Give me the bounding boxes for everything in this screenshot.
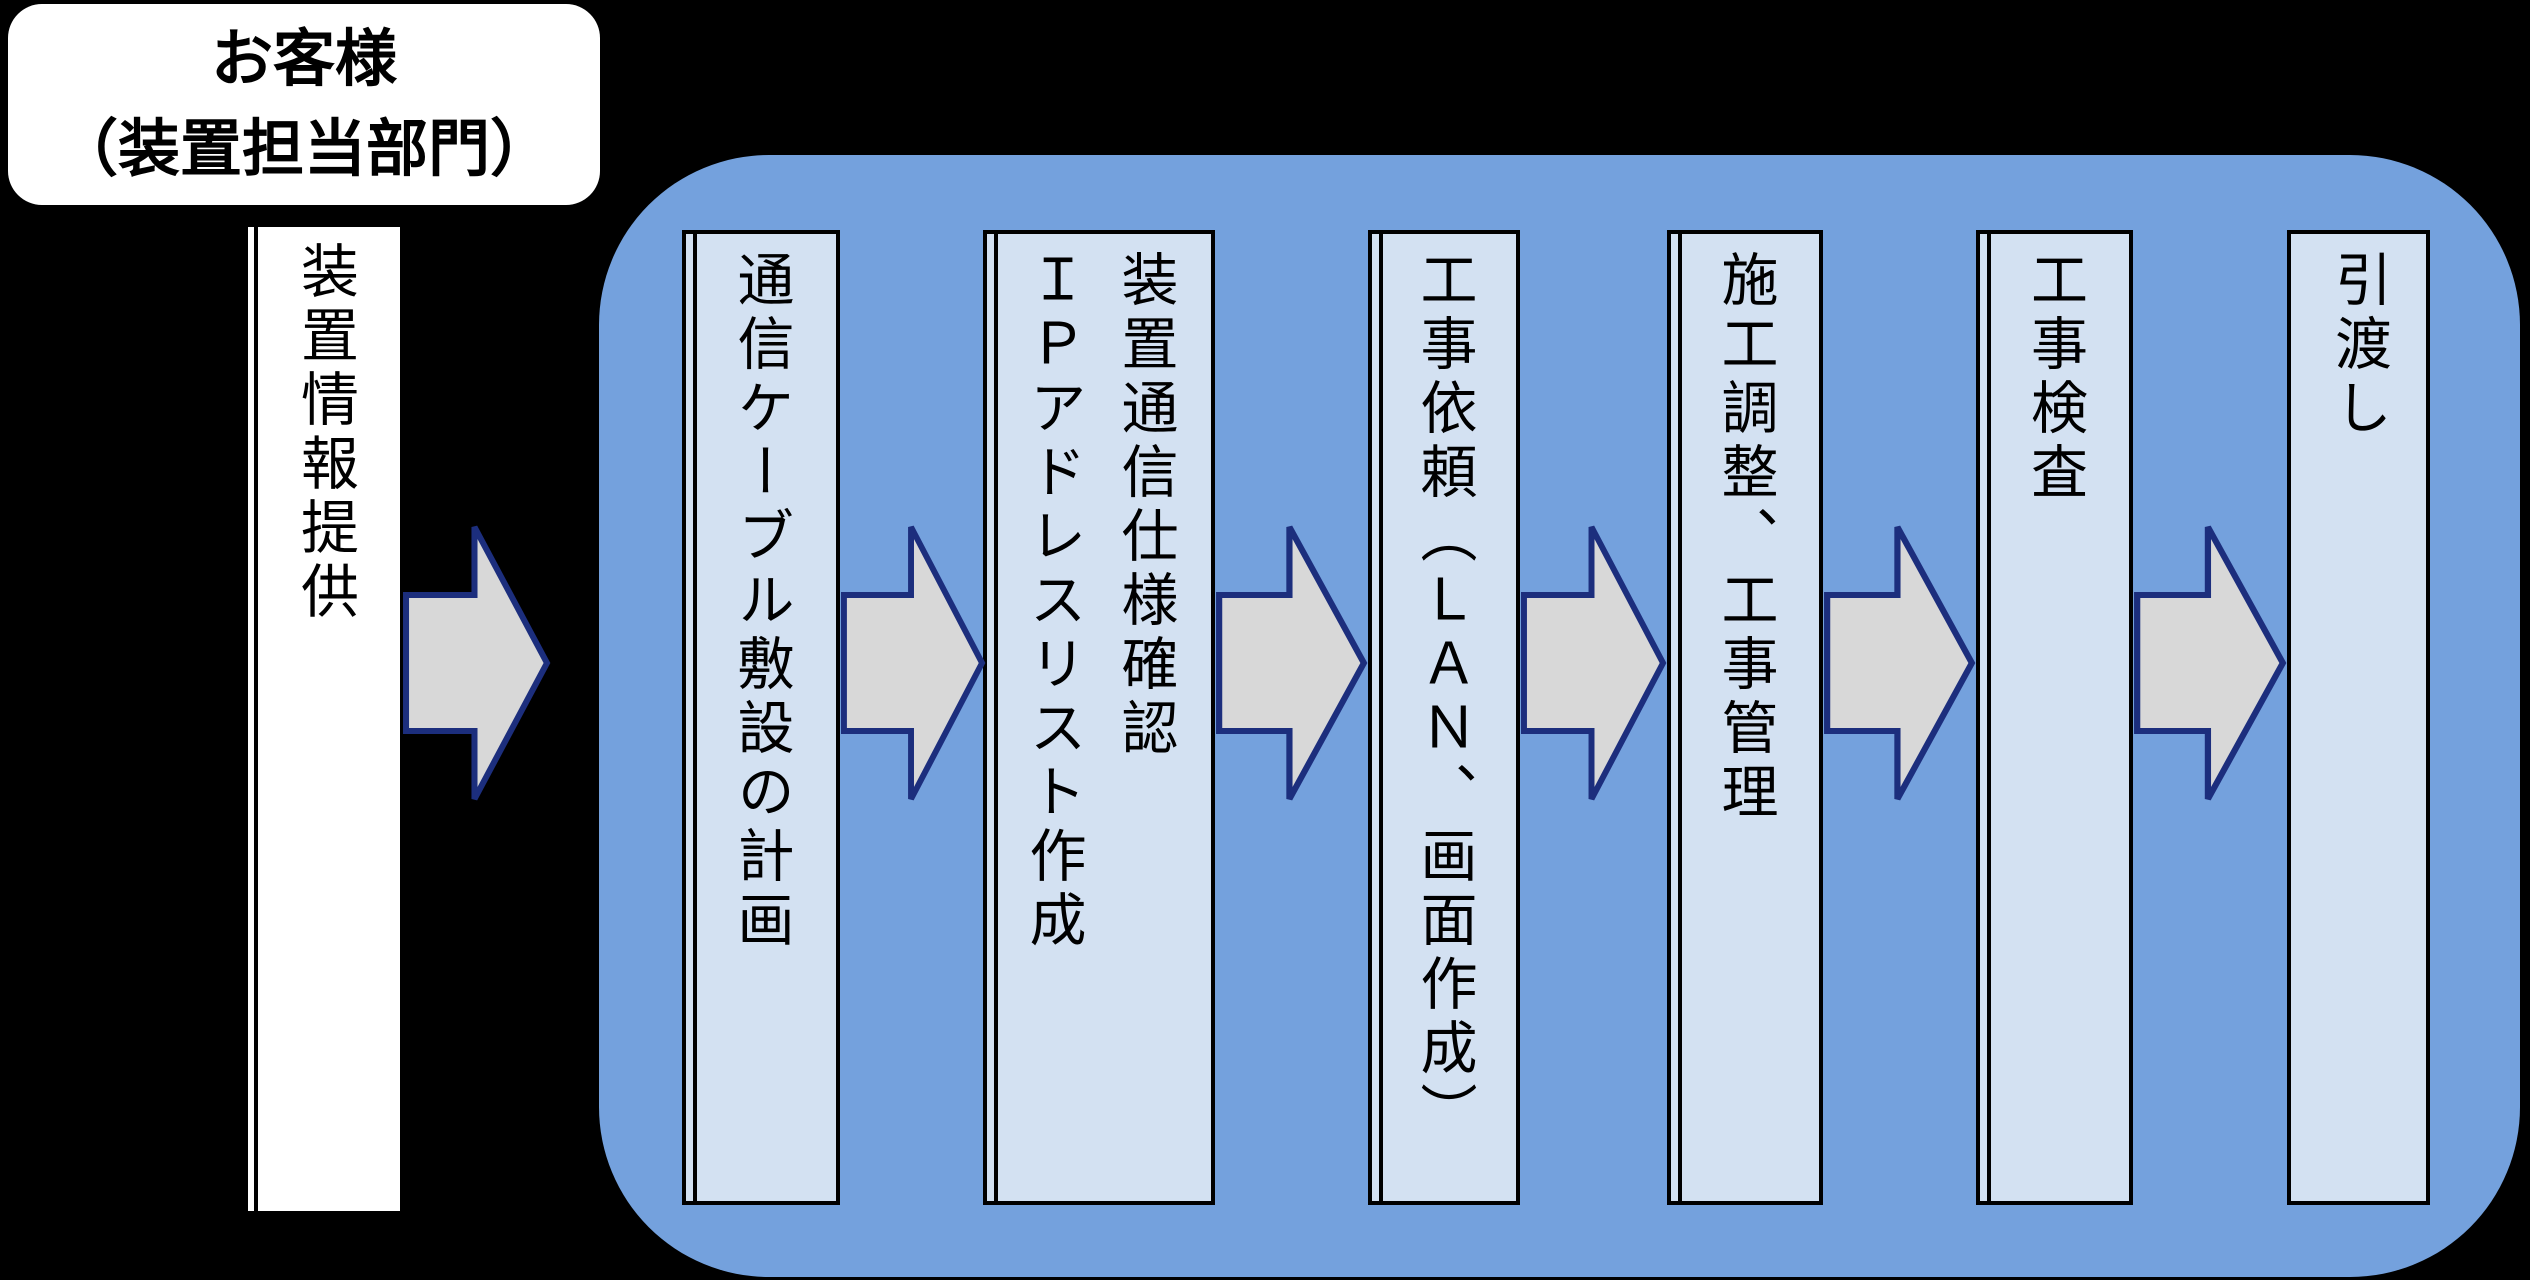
step-label: 工事依頼（ＬＡＮ、画面作成） <box>1412 250 1476 1146</box>
arrow-shape <box>840 525 986 801</box>
arrow-shape <box>1216 525 1368 801</box>
flow-arrow-4 <box>1520 525 1667 801</box>
step-label: 施工調整、工事管理 <box>1713 250 1777 826</box>
customer-title-line2: （装置担当部門） <box>55 114 552 184</box>
step-construction-adjust-manage: 施工調整、工事管理 <box>1667 230 1823 1205</box>
step-label: 引渡し <box>2326 250 2391 442</box>
arrow-shape <box>403 525 551 801</box>
step-construction-inspection: 工事検査 <box>1976 230 2133 1205</box>
flow-arrow-2 <box>840 525 986 801</box>
step-label: 装置通信仕様確認 ＩＰアドレスリスト作成 <box>1021 250 1177 954</box>
flow-arrow-6 <box>2134 525 2287 801</box>
flow-arrow-3 <box>1216 525 1368 801</box>
customer-title-box: お客様 （装置担当部門） <box>8 4 600 205</box>
arrow-shape <box>2134 525 2287 801</box>
arrow-shape <box>1520 525 1667 801</box>
lane-label: 装置情報提供 <box>292 241 357 625</box>
step-label: 工事検査 <box>2022 250 2087 506</box>
flow-arrow-1 <box>403 525 551 801</box>
customer-title-line1: お客様 <box>210 24 397 94</box>
step-cable-plan: 通信ケーブル敷設の計画 <box>682 230 840 1205</box>
step-construction-request: 工事依頼（ＬＡＮ、画面作成） <box>1368 230 1520 1205</box>
arrow-shape <box>1824 525 1976 801</box>
lane-inner-line <box>254 227 258 1211</box>
customer-lane: 装置情報提供 <box>248 227 400 1211</box>
step-spec-check-ip-list: 装置通信仕様確認 ＩＰアドレスリスト作成 <box>983 230 1215 1205</box>
flow-arrow-5 <box>1824 525 1976 801</box>
step-label: 通信ケーブル敷設の計画 <box>729 250 793 954</box>
step-handover: 引渡し <box>2287 230 2430 1205</box>
